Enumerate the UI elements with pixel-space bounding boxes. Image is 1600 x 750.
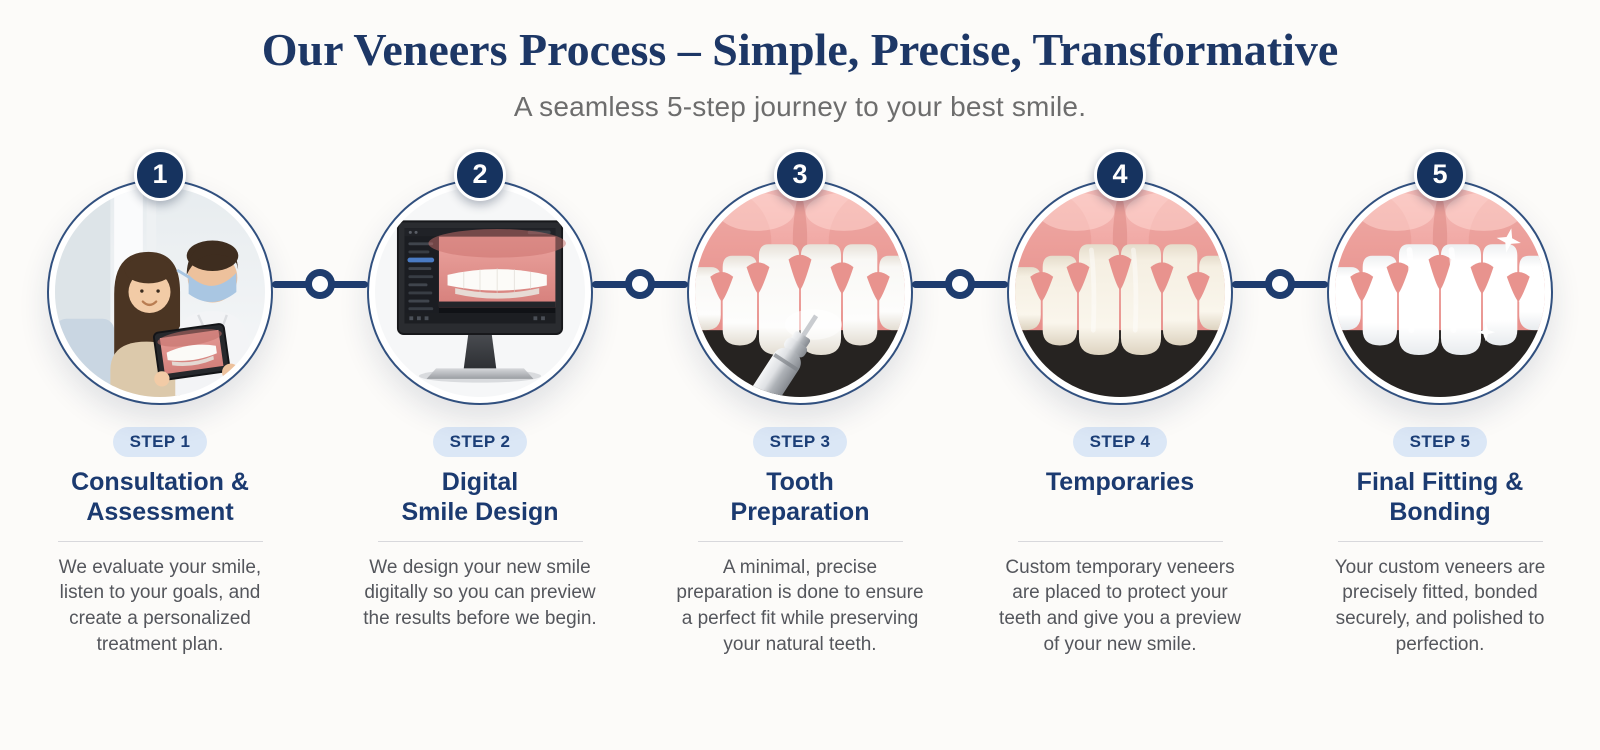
divider — [1017, 540, 1223, 542]
divider — [697, 540, 903, 542]
process-timeline: 1 — [0, 143, 1600, 658]
timeline-connector-3 — [912, 280, 1008, 288]
step-circle — [1007, 178, 1233, 405]
timeline-connector-1 — [272, 280, 368, 288]
timeline-connector-4 — [1232, 280, 1328, 288]
step-media-4: 4 — [1007, 148, 1233, 405]
tooth-prep-svg — [695, 186, 905, 397]
step-title: Temporaries — [1045, 467, 1195, 496]
divider — [1337, 540, 1543, 542]
step-text-4: STEP 4 Temporaries Custom temporary vene… — [994, 426, 1246, 658]
step-number-badge: 2 — [454, 148, 506, 201]
step-pill: STEP 4 — [1072, 426, 1168, 457]
step-title: Digital Smile Design — [401, 467, 559, 526]
divider — [377, 540, 583, 542]
step-text-1: STEP 1 Consultation & Assessment We eval… — [34, 426, 286, 658]
divider — [57, 540, 263, 542]
dental-drill — [738, 314, 819, 397]
header: Our Veneers Process – Simple, Precise, T… — [0, 0, 1600, 123]
step-circle — [687, 178, 913, 405]
step-column-1: 1 — [0, 143, 320, 658]
step-column-4: 4 — [960, 143, 1280, 658]
step-description: A minimal, precise preparation is done t… — [676, 556, 924, 655]
step-pill: STEP 1 — [112, 426, 208, 457]
step-number-badge: 3 — [774, 148, 826, 201]
step-column-3: 3 — [640, 143, 960, 658]
step-title: Consultation & Assessment — [71, 467, 249, 526]
sparkle-icon — [1476, 227, 1530, 341]
step-circle — [47, 178, 273, 405]
temporaries-svg — [1015, 186, 1225, 397]
page-title: Our Veneers Process – Simple, Precise, T… — [261, 24, 1339, 75]
step-description: Your custom veneers are precisely fitted… — [1334, 556, 1546, 655]
step-circle — [1327, 178, 1553, 405]
step-text-5: STEP 5 Final Fitting & Bonding Your cust… — [1314, 426, 1566, 658]
step-title: Final Fitting & Bonding — [1356, 467, 1524, 526]
step-number-badge: 5 — [1414, 148, 1466, 201]
step-media-2: 2 — [367, 148, 593, 405]
digital-smile-design-monitor — [375, 186, 585, 397]
step-description: Custom temporary veneers are placed to p… — [999, 556, 1241, 655]
step-title: Tooth Preparation — [730, 467, 870, 526]
step-column-2: 2 — [320, 143, 640, 658]
step-text-3: STEP 3 Tooth Preparation A minimal, prec… — [674, 426, 926, 658]
step-text-2: STEP 2 Digital Smile Design We design yo… — [354, 426, 606, 632]
step-media-1: 1 — [47, 148, 273, 405]
step-circle — [367, 178, 593, 405]
step-media-3: 3 — [687, 148, 913, 405]
consultation-photo — [55, 186, 265, 397]
step-pill: STEP 5 — [1392, 426, 1488, 457]
final-veneers-illustration — [1335, 186, 1545, 397]
step-media-5: 5 — [1327, 148, 1553, 405]
consultation-photo-illustration — [55, 186, 265, 397]
timeline-connector-2 — [592, 280, 688, 288]
step-description: We design your new smile digitally so yo… — [363, 556, 597, 630]
temporary-veneers-illustration — [1015, 186, 1225, 397]
step-column-5: 5 — [1280, 143, 1600, 658]
step-number-badge: 4 — [1094, 148, 1146, 201]
step-pill: STEP 2 — [432, 426, 528, 457]
step-pill: STEP 3 — [752, 426, 848, 457]
page-subtitle: A seamless 5-step journey to your best s… — [513, 90, 1087, 122]
step-number-badge: 1 — [134, 148, 186, 201]
final-veneers-svg — [1335, 186, 1545, 397]
monitor-illustration — [375, 186, 585, 397]
step-description: We evaluate your smile, listen to your g… — [58, 556, 262, 655]
tooth-preparation-illustration — [695, 186, 905, 397]
